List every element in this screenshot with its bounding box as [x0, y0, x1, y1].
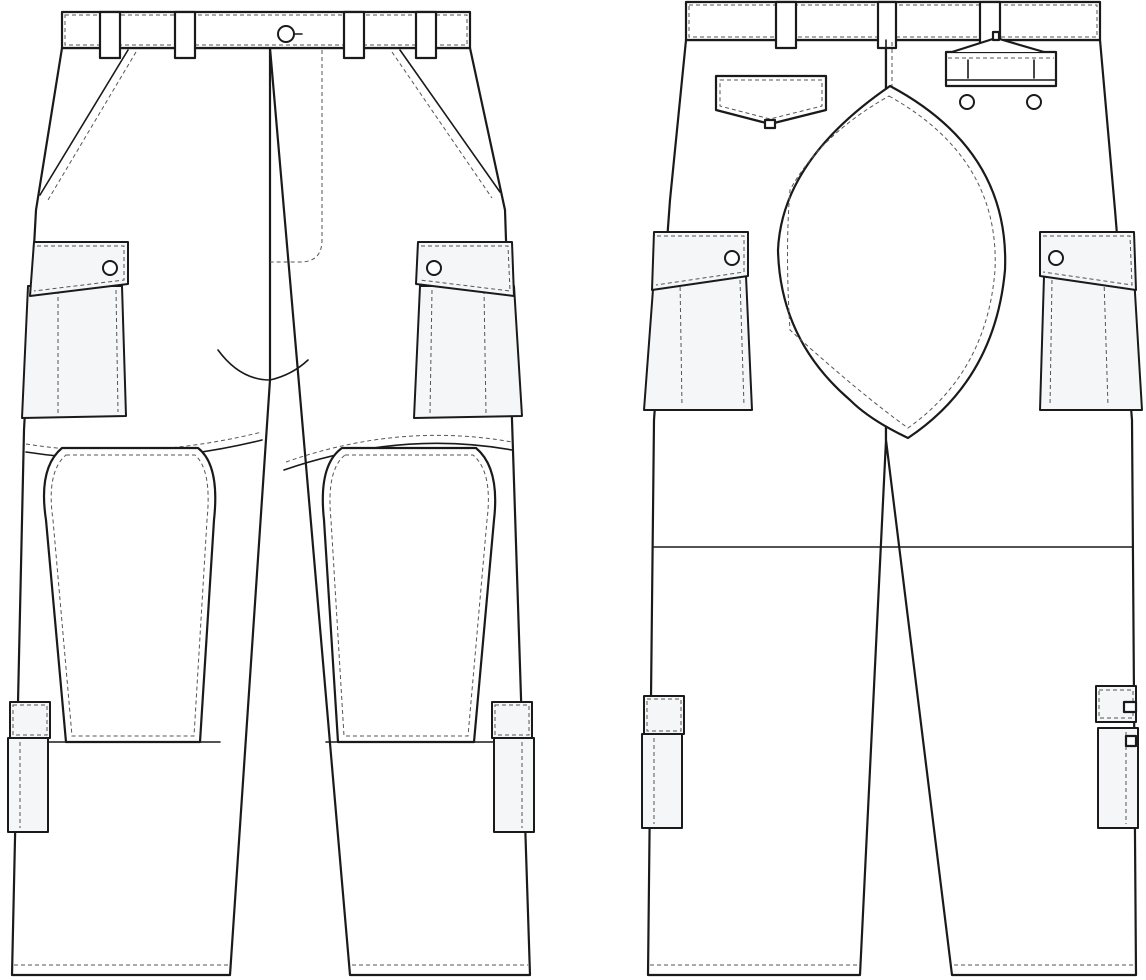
back-left-lower-pocket — [641, 695, 685, 829]
front-belt-loops — [98, 10, 438, 60]
front-waistband — [60, 10, 472, 50]
front-right-cargo-pocket — [413, 241, 523, 419]
front-right-cargo-button — [426, 260, 442, 276]
back-right-cargo-button — [1048, 250, 1064, 266]
back-right-lower-pocket — [1095, 685, 1139, 829]
front-crotch-curve — [217, 349, 309, 381]
back-right-tab-pocket — [944, 30, 1058, 110]
front-right-knee-panel — [321, 446, 497, 744]
front-waist-button — [277, 25, 295, 43]
front-right-slant-pocket — [399, 49, 501, 193]
back-seat-panel — [776, 84, 1007, 440]
back-right-cargo-pocket — [1039, 231, 1143, 411]
front-right-lower-pocket — [491, 701, 535, 833]
front-left-slant-pocket — [39, 49, 129, 196]
back-view — [641, 0, 1143, 977]
back-pocket-button-left — [959, 94, 975, 110]
front-left-knee-panel — [42, 446, 217, 744]
back-left-cargo-button — [724, 250, 740, 266]
front-left-cargo-pocket — [21, 241, 129, 419]
front-left-lower-pocket — [7, 701, 51, 833]
back-left-welt-pocket — [714, 74, 828, 130]
front-right-thigh-seam — [283, 442, 513, 471]
back-left-cargo-pocket — [643, 231, 753, 411]
front-fly-stitch — [270, 50, 323, 263]
back-pocket-button-right — [1026, 94, 1042, 110]
front-view — [7, 10, 535, 977]
front-left-cargo-button — [102, 260, 118, 276]
